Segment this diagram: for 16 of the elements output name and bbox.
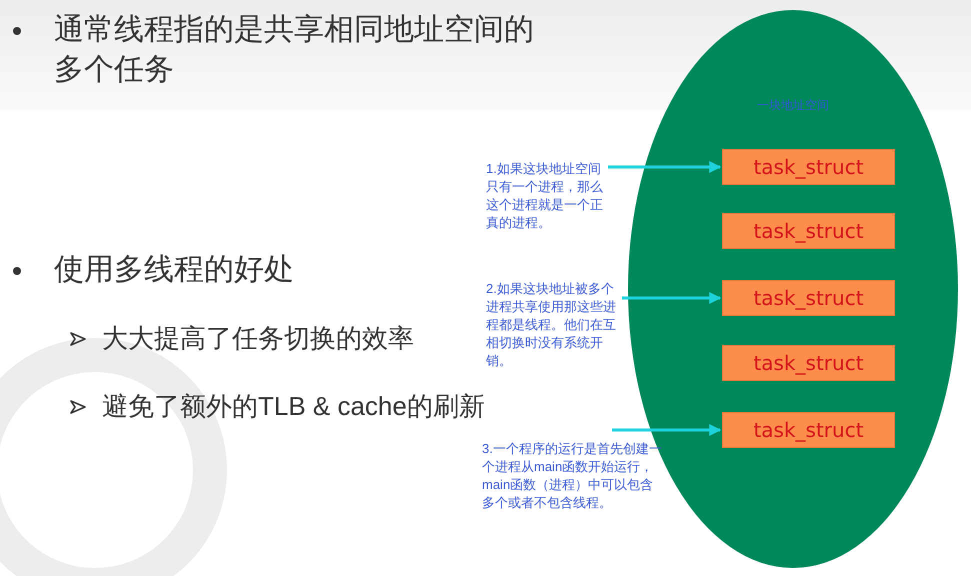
task-struct-box: task_struct (722, 280, 895, 316)
arrow (622, 292, 722, 304)
bullet-text: 通常线程指的是共享相同地址空间的多个任务 (53, 12, 535, 88)
note-text: 3.一个程序的运行是首先创建一个进程从main函数开始运行，main函数（进程）中可以包含多个或者不包含线程。 (482, 440, 662, 512)
sub-bullet-text: 大大提高了任务切换的效率 (102, 322, 414, 355)
ellipse-title: 一块地址空间 (756, 97, 830, 114)
note-text: 1.如果这块地址空间只有一个进程，那么这个进程就是一个正真的进程。 (486, 160, 608, 232)
task-struct-box: task_struct (722, 149, 895, 185)
arrow (612, 424, 722, 436)
arrow (608, 161, 722, 173)
task-struct-box: task_struct (722, 412, 895, 448)
note-text: 2.如果这块地址被多个进程共享使用那这些进程都是线程。他们在互相切换时没有系统开销。 (486, 280, 622, 370)
sub-bullet-text: 避免了额外的TLB & cache的刷新 (102, 390, 485, 423)
task-struct-box: task_struct (722, 213, 895, 249)
bullet-text: 使用多线程的好处 (54, 252, 294, 288)
task-struct-box: task_struct (722, 345, 895, 381)
